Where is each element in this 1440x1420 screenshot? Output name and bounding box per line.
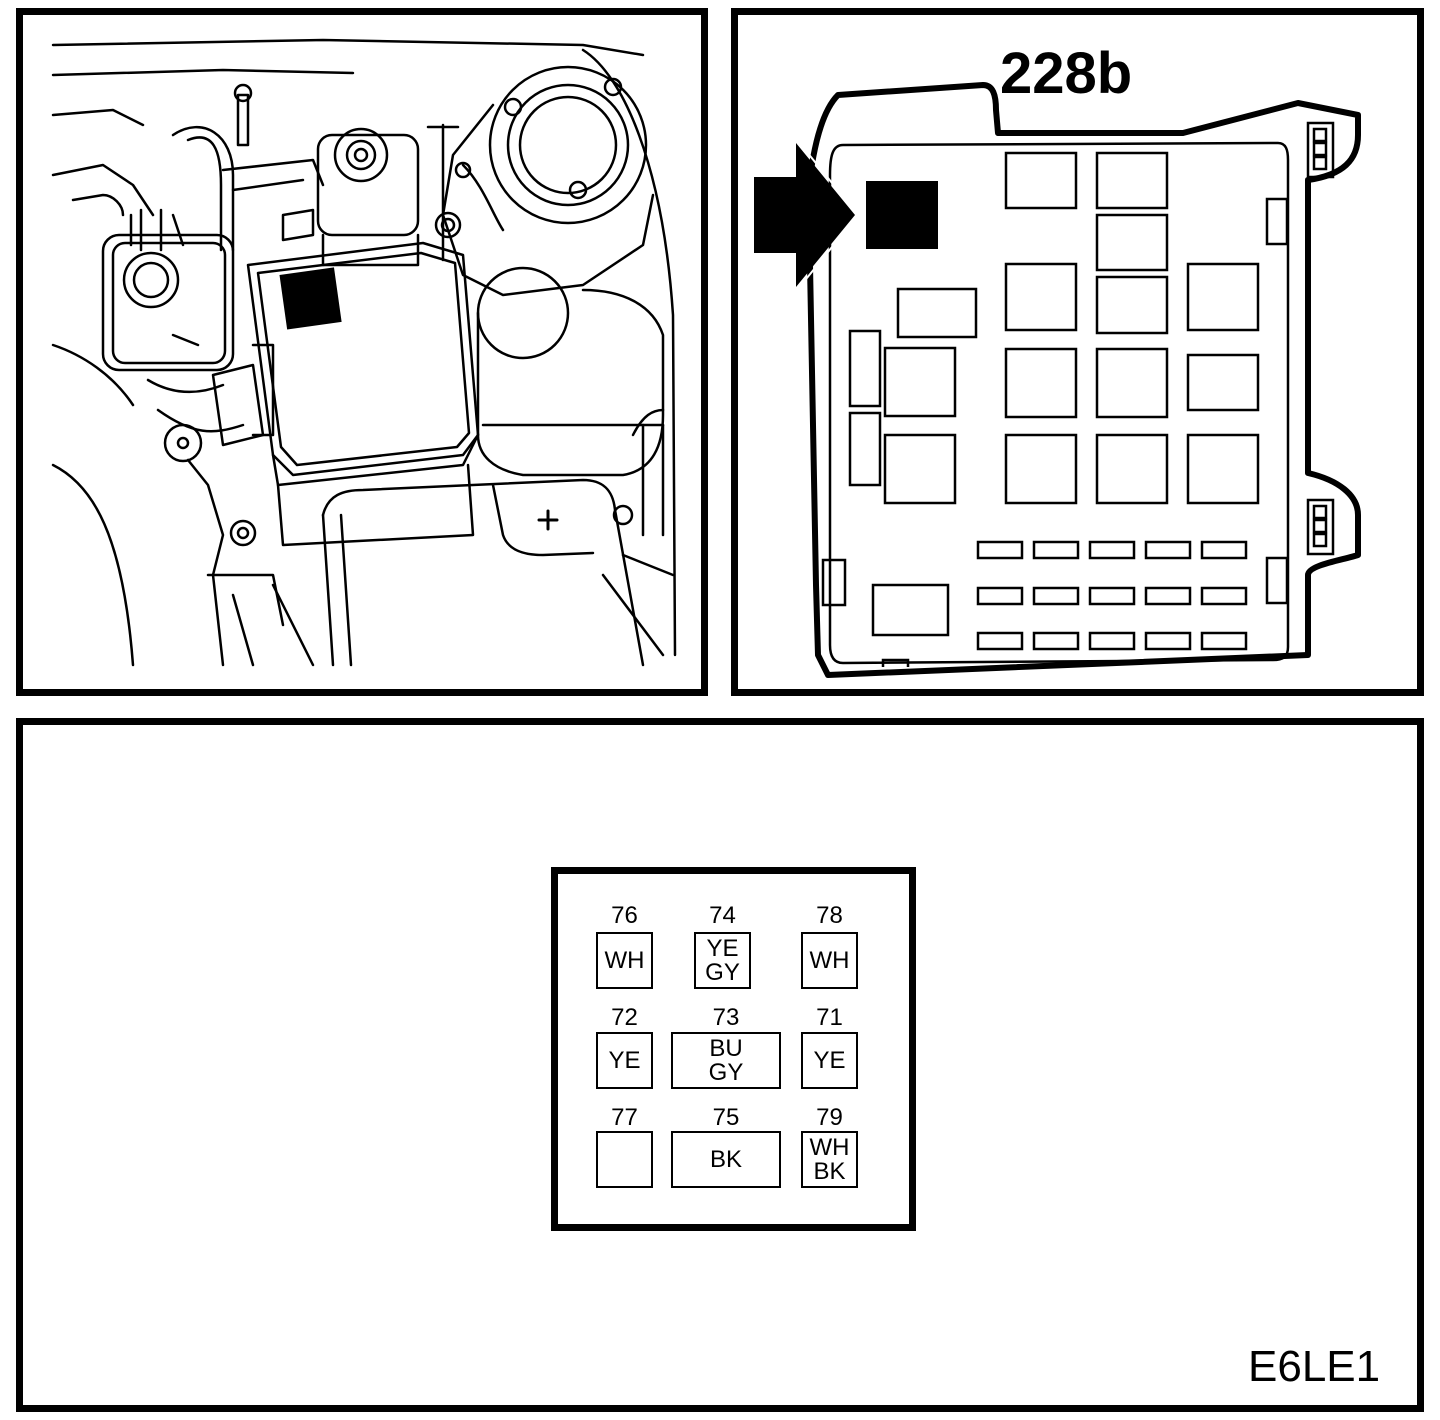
pin-number: 74 xyxy=(709,902,736,929)
pin-cavity xyxy=(596,1131,653,1188)
wire-color: BU xyxy=(709,1034,743,1062)
wire-color: BK xyxy=(813,1157,846,1185)
fuse-box-panel: 228b xyxy=(731,8,1424,696)
pin-cavity: YE xyxy=(596,1032,653,1089)
engine-bay-illustration xyxy=(51,38,677,667)
wire-color: GY xyxy=(705,958,740,986)
pin-number: 76 xyxy=(611,902,638,929)
pin-number: 79 xyxy=(816,1104,843,1131)
wire-color: YE xyxy=(706,934,739,962)
wire-color: YE xyxy=(608,1046,641,1074)
diagram-code: E6LE1 xyxy=(1248,1342,1381,1391)
pin-number: 77 xyxy=(611,1104,638,1131)
pin-number: 71 xyxy=(816,1004,843,1031)
fuse-box-marker xyxy=(279,267,342,330)
wire-color: WH xyxy=(604,946,645,974)
wire-color: BK xyxy=(709,1145,742,1173)
pin-number: 75 xyxy=(712,1104,740,1131)
pin-cavity: WH xyxy=(801,932,858,989)
arrow-indicator xyxy=(754,143,855,287)
pin-cavity: WH xyxy=(596,932,653,989)
wire-color: WH xyxy=(809,1133,850,1161)
strut-tower xyxy=(488,65,648,225)
pin-number: 73 xyxy=(712,1004,740,1031)
pin-number: 78 xyxy=(816,902,843,929)
wire-color: WH xyxy=(809,946,850,974)
reservoir-body xyxy=(101,233,235,372)
pin-cavity: YE xyxy=(801,1032,858,1089)
highlighted-relay xyxy=(866,181,938,249)
fuse-box-layout xyxy=(754,82,1361,678)
pin-number: 72 xyxy=(611,1004,638,1031)
fuse-box-label: 228b xyxy=(1000,41,1133,106)
engine-bay-panel xyxy=(16,8,708,696)
fuse-box-cover xyxy=(246,241,480,477)
wire-color: YE xyxy=(813,1046,846,1074)
battery xyxy=(321,478,645,667)
wire-color: GY xyxy=(708,1058,744,1086)
pin-cavity: BK xyxy=(671,1131,781,1188)
